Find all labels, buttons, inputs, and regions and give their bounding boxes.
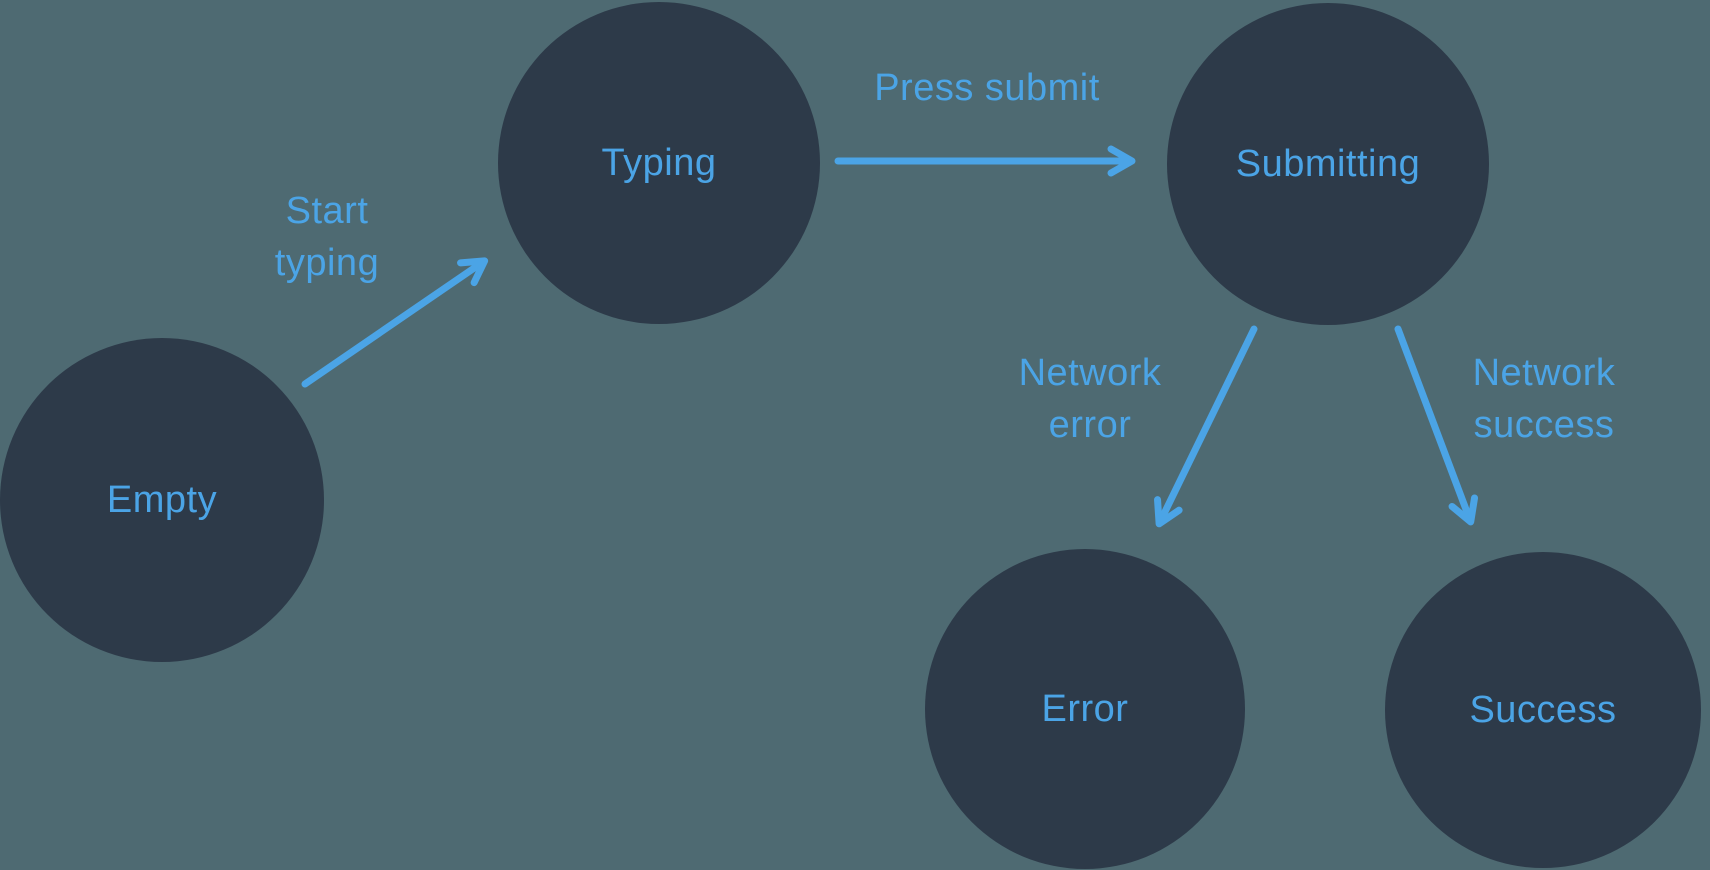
transition-label-line: Network: [1018, 352, 1162, 394]
transition-label-press-submit: Press submit: [874, 62, 1100, 114]
transition-label-line: Press submit: [874, 67, 1100, 109]
transition-label-network-success: Network success: [1473, 347, 1616, 451]
arrow-network-success: [1394, 325, 1479, 526]
state-node-error: Error: [925, 549, 1245, 869]
state-label-empty: Empty: [106, 478, 218, 521]
transition-label-line: error: [1048, 404, 1132, 446]
state-label-error: Error: [1041, 687, 1129, 730]
transition-label-network-error: Network error: [1019, 347, 1162, 451]
transition-label-start-typing: Start typing: [275, 185, 379, 289]
state-node-submitting: Submitting: [1167, 3, 1489, 325]
state-label-success: Success: [1469, 688, 1617, 731]
state-node-success: Success: [1385, 552, 1701, 868]
state-label-typing: Typing: [601, 141, 717, 184]
arrow-start-typing: [301, 257, 489, 388]
transition-label-line: Network: [1472, 352, 1616, 394]
arrow-network-error: [1154, 325, 1258, 528]
transition-label-line: success: [1473, 404, 1615, 446]
state-node-empty: Empty: [0, 338, 324, 662]
state-node-typing: Typing: [498, 2, 820, 324]
transition-label-line: Start: [285, 190, 369, 232]
transition-label-line: typing: [274, 242, 380, 284]
state-label-submitting: Submitting: [1235, 142, 1421, 185]
